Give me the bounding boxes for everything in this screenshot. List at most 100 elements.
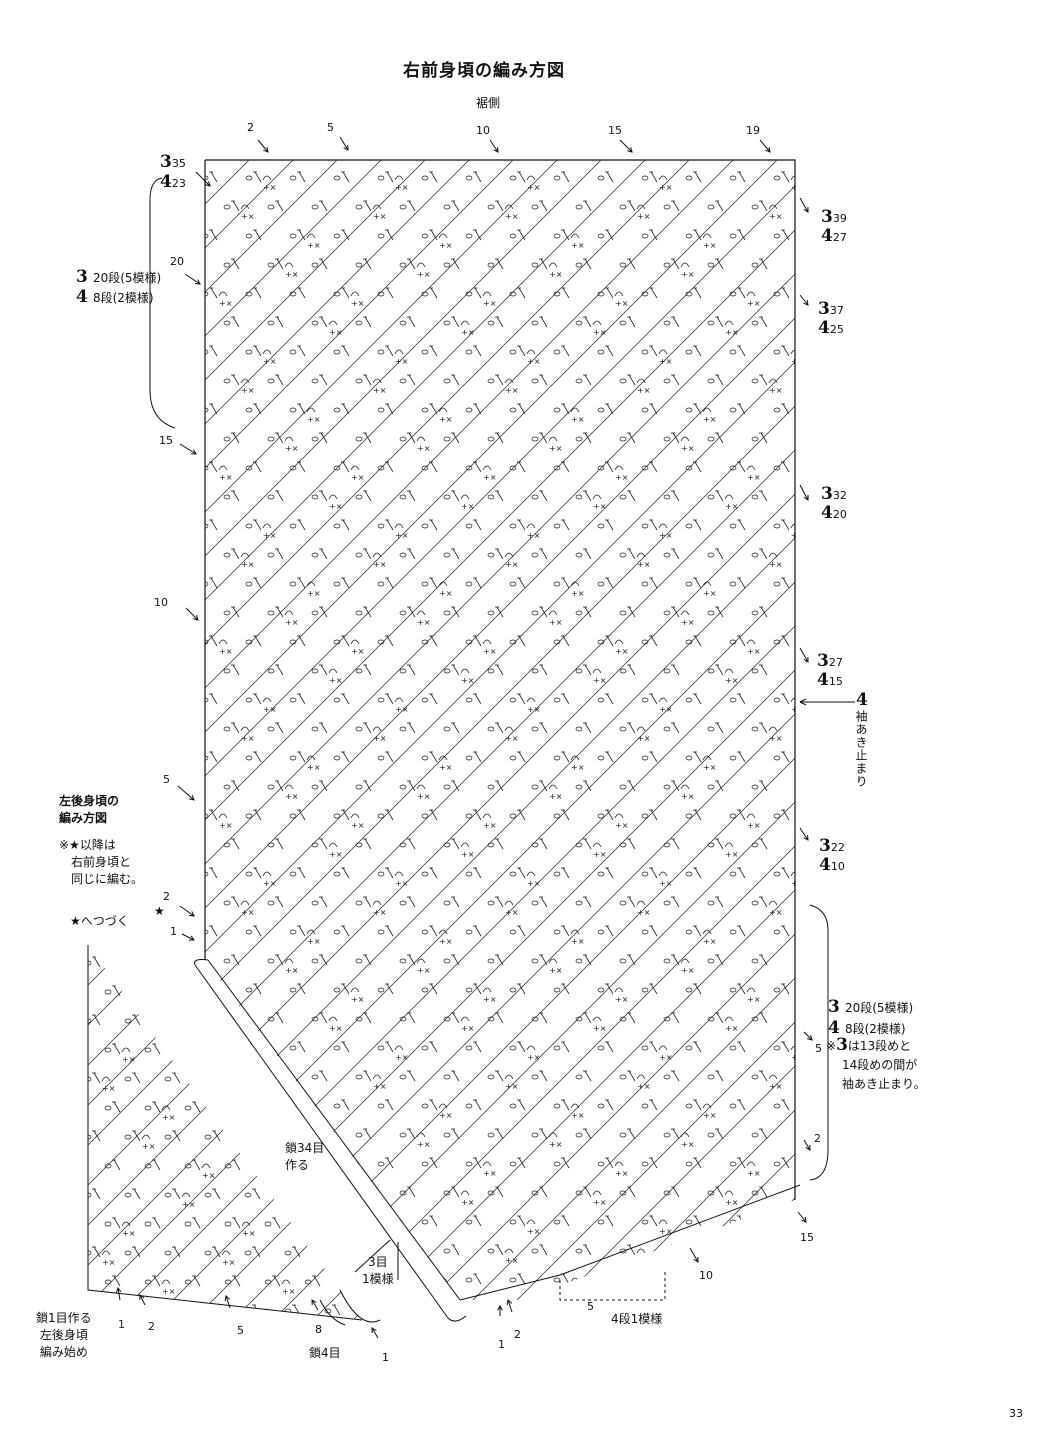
svg-text:+×: +×: [329, 850, 342, 859]
svg-text:+×: +×: [549, 966, 562, 975]
svg-text:+×: +×: [142, 968, 155, 977]
svg-text:+×: +×: [373, 212, 386, 221]
svg-text:+×: +×: [593, 1198, 606, 1207]
svg-text:+×: +×: [329, 1024, 342, 1033]
svg-text:+×: +×: [307, 241, 320, 250]
svg-text:+×: +×: [439, 937, 452, 946]
size-value: 15: [828, 675, 843, 688]
left-back-row-number: 1: [382, 1351, 389, 1364]
svg-text:+×: +×: [791, 531, 804, 540]
bracket-text: 20段(5模様): [92, 271, 162, 285]
svg-text:+×: +×: [615, 299, 628, 308]
svg-text:+×: +×: [615, 473, 628, 482]
svg-text:+×: +×: [681, 966, 694, 975]
svg-text:+×: +×: [373, 386, 386, 395]
left-bracket-label: 3 20段(5模様) 4 8段(2模様): [76, 267, 161, 307]
svg-text:+×: +×: [703, 1111, 716, 1120]
svg-text:+×: +×: [571, 1111, 584, 1120]
pattern-3-line: 1模様: [362, 1272, 394, 1286]
svg-text:+×: +×: [263, 879, 276, 888]
svg-text:+×: +×: [182, 1026, 195, 1035]
svg-text:+×: +×: [791, 879, 804, 888]
svg-text:+×: +×: [329, 328, 342, 337]
svg-text:+×: +×: [122, 1055, 135, 1064]
svg-text:+×: +×: [307, 589, 320, 598]
svg-text:+×: +×: [373, 734, 386, 743]
bottom-row-number: 5: [587, 1300, 594, 1313]
svg-text:+×: +×: [417, 1314, 430, 1323]
svg-text:+×: +×: [747, 299, 760, 308]
svg-text:+×: +×: [747, 995, 760, 1004]
svg-text:+×: +×: [461, 502, 474, 511]
right-row-number: 15: [800, 1231, 814, 1244]
size-4-label: 4: [160, 172, 172, 192]
svg-text:+×: +×: [769, 560, 782, 569]
left-row-number: 1: [170, 925, 177, 938]
sleeve-stop-number: 4: [856, 690, 868, 710]
sleeve-note: ※3は13段めと 14段めの間が 袖あき止まり。: [826, 1036, 926, 1093]
svg-text:+×: +×: [263, 1227, 276, 1236]
right-row-number: 5: [815, 1042, 822, 1055]
bottom-row-number: 1: [498, 1338, 505, 1351]
size-3-label: 3: [828, 997, 840, 1017]
chain-start-line: 作る: [285, 1158, 310, 1172]
svg-text:+×: +×: [505, 560, 518, 569]
svg-text:+×: +×: [725, 676, 738, 685]
pattern-3-line: 3目: [368, 1255, 388, 1269]
svg-text:+×: +×: [681, 618, 694, 627]
svg-text:+×: +×: [527, 183, 540, 192]
svg-text:+×: +×: [637, 1256, 650, 1265]
svg-text:+×: +×: [329, 1198, 342, 1207]
svg-text:+×: +×: [461, 676, 474, 685]
svg-text:+×: +×: [593, 502, 606, 511]
left-back-row-number: 5: [237, 1324, 244, 1337]
svg-text:+×: +×: [329, 676, 342, 685]
star-marker: ★: [154, 904, 165, 918]
svg-text:+×: +×: [637, 908, 650, 917]
svg-text:+×: +×: [527, 1227, 540, 1236]
svg-text:+×: +×: [329, 502, 342, 511]
svg-text:+×: +×: [527, 879, 540, 888]
svg-text:+×: +×: [593, 328, 606, 337]
svg-text:+×: +×: [505, 212, 518, 221]
svg-text:+×: +×: [302, 1200, 315, 1209]
svg-text:+×: +×: [505, 1256, 518, 1265]
size-4-label: 4: [828, 1018, 840, 1038]
left-back-title-line: 編み方図: [59, 811, 108, 825]
svg-text:+×: +×: [351, 995, 364, 1004]
svg-text:+×: +×: [262, 1316, 275, 1325]
svg-text:+×: +×: [263, 183, 276, 192]
svg-text:+×: +×: [202, 997, 215, 1006]
top-side-label: 裾側: [476, 96, 501, 110]
svg-text:+×: +×: [242, 1055, 255, 1064]
right-front-mesh: +× +× +× +× +× +× +× +× +× +× +× +× +× +× +× +× +× +× +× +×…: [205, 160, 826, 1323]
note-mark: ※: [826, 1039, 837, 1053]
left-back-start-line: 編み始め: [39, 1345, 88, 1359]
svg-text:+×: +×: [307, 763, 320, 772]
left-back-row-number: 1: [118, 1318, 125, 1331]
size-4-label: 4: [821, 503, 833, 523]
svg-text:+×: +×: [439, 589, 452, 598]
svg-text:+×: +×: [102, 1084, 115, 1093]
svg-text:+×: +×: [285, 270, 298, 279]
svg-text:+×: +×: [615, 1169, 628, 1178]
svg-text:+×: +×: [813, 792, 826, 801]
svg-text:+×: +×: [791, 1053, 804, 1062]
svg-text:+×: +×: [102, 1258, 115, 1267]
svg-text:+×: +×: [285, 792, 298, 801]
left-row-number: 2: [163, 890, 170, 903]
svg-text:+×: +×: [681, 1140, 694, 1149]
svg-text:+×: +×: [242, 1229, 255, 1238]
svg-text:+×: +×: [439, 763, 452, 772]
svg-text:+×: +×: [747, 647, 760, 656]
page-title: 右前身頃の編み方図: [403, 61, 565, 81]
svg-text:+×: +×: [571, 415, 584, 424]
pattern-4-label: 4段1模様: [611, 1312, 663, 1326]
note-line: は13段めと: [847, 1039, 912, 1053]
svg-text:+×: +×: [659, 1227, 672, 1236]
svg-text:+×: +×: [527, 357, 540, 366]
right-size: 337 425: [818, 300, 844, 338]
svg-text:+×: +×: [703, 415, 716, 424]
chain-start-line: 鎖34目: [285, 1141, 325, 1155]
right-row-number: 10: [699, 1269, 713, 1282]
